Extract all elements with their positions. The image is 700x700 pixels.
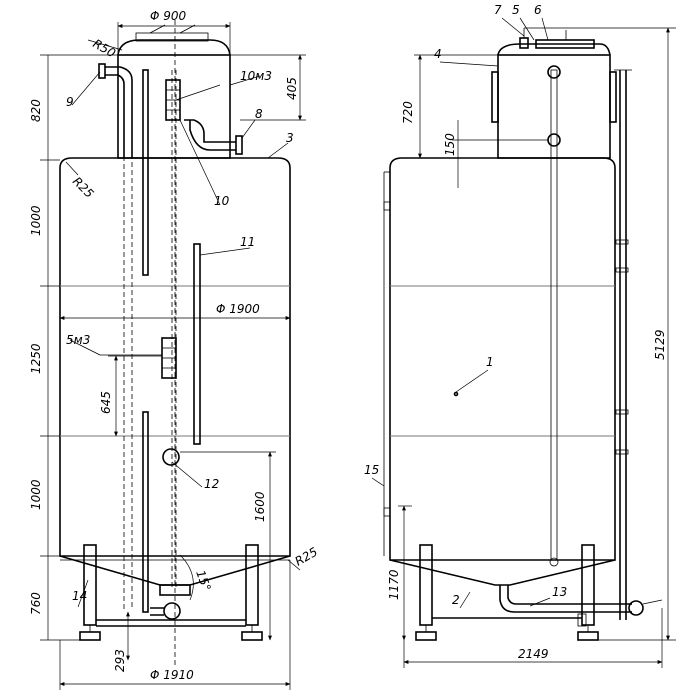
side-cone xyxy=(389,559,616,586)
callout-12: 12 xyxy=(204,477,219,491)
dim-overall-width: 2149 xyxy=(518,647,549,661)
side-dimensions xyxy=(371,17,676,668)
front-shell xyxy=(59,157,291,557)
callout-7: 7 xyxy=(494,3,502,17)
front-drain-valve xyxy=(163,602,181,620)
front-lid xyxy=(117,39,231,56)
front-view xyxy=(59,20,291,665)
dim-section-bottom: 1000 xyxy=(29,479,43,510)
side-internal-pipe xyxy=(550,69,558,561)
dim-base-diameter: Φ 1910 xyxy=(150,668,194,682)
callout-2: 2 xyxy=(452,593,460,607)
front-gauge-tube-11 xyxy=(193,243,201,445)
front-dimensions xyxy=(40,22,306,690)
front-gauge-tube-lower xyxy=(142,411,149,613)
dim-section-top: 1000 xyxy=(29,205,43,236)
callout-4: 4 xyxy=(434,47,442,61)
dim-side-offset-150: 150 xyxy=(443,133,457,156)
callout-6: 6 xyxy=(534,3,542,17)
callout-5: 5 xyxy=(512,3,520,17)
callout-11: 11 xyxy=(240,235,255,249)
side-upper-tank xyxy=(497,54,611,159)
dim-legs-760: 760 xyxy=(29,592,43,615)
side-shell xyxy=(389,157,616,561)
dim-overall-height: 5129 xyxy=(653,329,667,360)
callout-15: 15 xyxy=(364,463,379,477)
side-labels: 720 150 1170 2149 5129 1 2 4 5 6 7 13 15 xyxy=(364,3,667,661)
callout-9: 9 xyxy=(66,95,74,109)
dim-shell-radius-bottom: R25 xyxy=(293,545,320,569)
front-nozzle-12 xyxy=(162,448,180,466)
callout-1: 1 xyxy=(486,355,494,369)
dim-top-width: Φ 900 xyxy=(150,9,187,23)
dim-section-mid: 1250 xyxy=(29,343,43,374)
dim-base-293: 293 xyxy=(113,649,127,672)
front-gauge-tube-upper xyxy=(142,69,149,276)
volume-mark-middle: 5м3 xyxy=(66,333,90,347)
front-labels: Φ 900 R50 820 405 R25 1000 1250 1000 Φ 1… xyxy=(29,9,320,682)
dim-upper-small: 405 xyxy=(285,77,299,100)
dim-side-legs-1170: 1170 xyxy=(387,569,401,600)
dim-shell-diameter: Φ 1900 xyxy=(216,302,260,316)
side-leg-right xyxy=(581,544,595,626)
side-drain-pipe xyxy=(499,585,632,613)
front-inlet-flange xyxy=(98,63,106,79)
callout-14: 14 xyxy=(72,589,87,603)
callout-3: 3 xyxy=(286,131,294,145)
volume-mark-upper: 10м3 xyxy=(240,69,272,83)
dim-cone-angle: 15° xyxy=(193,568,213,593)
dim-side-upper-height: 720 xyxy=(401,101,415,124)
front-upper-tank xyxy=(117,54,231,159)
front-leg-right xyxy=(245,544,259,626)
side-leg-left xyxy=(419,544,433,626)
dim-upper-height: 820 xyxy=(29,99,43,122)
dim-gauge-645: 645 xyxy=(99,391,113,414)
callout-13: 13 xyxy=(552,585,567,599)
dim-height-1600: 1600 xyxy=(253,491,267,522)
callout-10: 10 xyxy=(214,194,230,208)
dim-shell-radius-top: R25 xyxy=(70,174,97,201)
callout-8: 8 xyxy=(255,107,263,121)
dim-lid-radius: R50 xyxy=(91,36,119,60)
side-view xyxy=(383,28,663,641)
